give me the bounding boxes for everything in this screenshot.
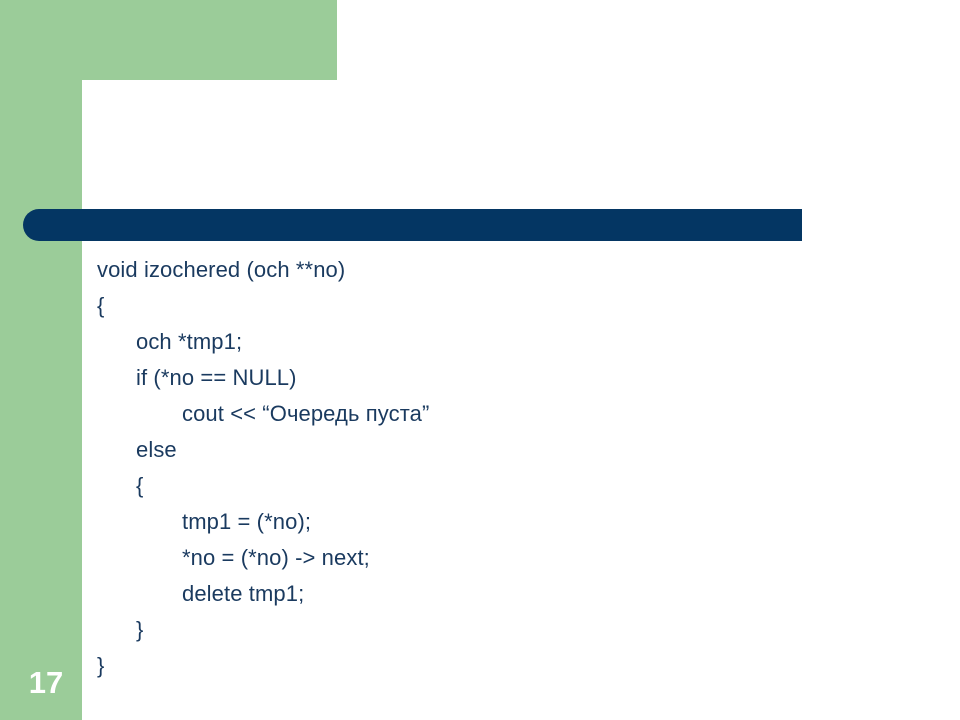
code-line: tmp1 = (*no); xyxy=(182,509,312,534)
code-line: delete tmp1; xyxy=(182,581,305,606)
code-line: else xyxy=(136,437,177,462)
code-line: *no = (*no) -> next; xyxy=(182,545,370,570)
code-line: if (*no == NULL) xyxy=(136,365,297,390)
decorative-green-top-block xyxy=(0,0,337,80)
page-number: 17 xyxy=(28,665,64,700)
code-line: { xyxy=(136,473,144,498)
slide-content-panel xyxy=(82,80,960,720)
decorative-green-sidebar xyxy=(0,0,82,720)
code-line: och *tmp1; xyxy=(136,329,243,354)
code-line: } xyxy=(136,617,144,642)
code-line: void izochered (och **no) xyxy=(97,257,346,282)
code-line: cout << “Очередь пуста” xyxy=(182,401,430,426)
title-accent-bar xyxy=(23,209,802,241)
code-block: void izochered (och **no) { och *tmp1; if (… xyxy=(97,252,897,684)
code-line: { xyxy=(97,293,105,318)
code-line: } xyxy=(97,653,105,678)
